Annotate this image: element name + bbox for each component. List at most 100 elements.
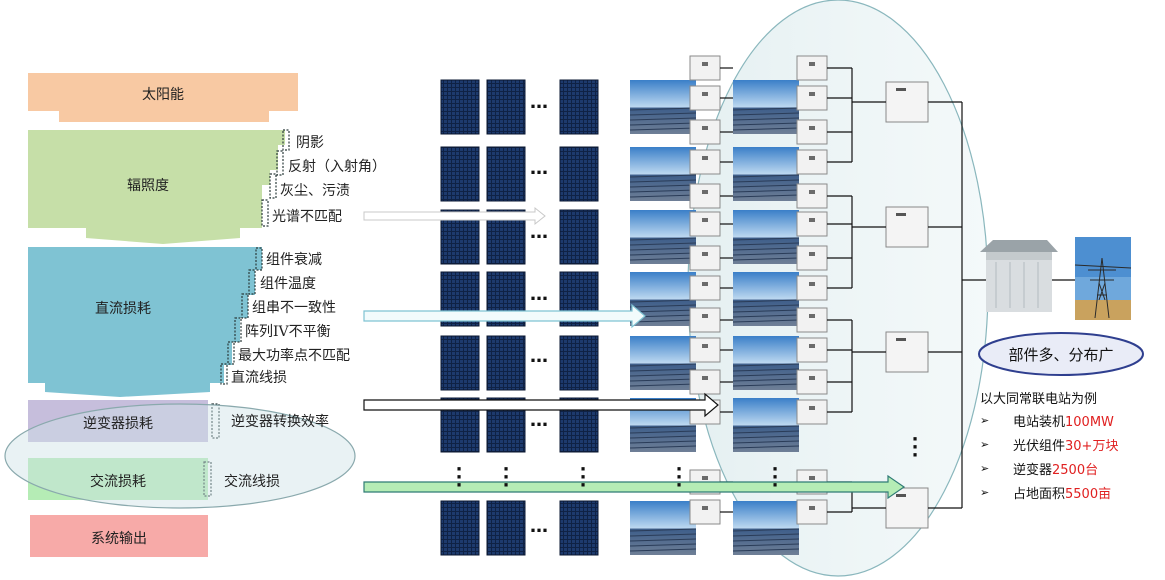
stat-label: 逆变器 <box>1013 463 1053 478</box>
solar-panel-icon <box>486 335 526 391</box>
ellipsis-vertical: ··· <box>675 459 683 496</box>
inverter-icon <box>796 245 828 271</box>
arrow-bullet-icon: ➢ <box>980 486 990 499</box>
list-item: 占地面积5500亩 <box>1013 483 1111 502</box>
factor-mppt-mismatch: 最大功率点不匹配 <box>238 348 350 364</box>
inverter-icon <box>796 499 828 525</box>
stage-output-label: 系统输出 <box>91 531 147 547</box>
solar-field-photo <box>630 501 696 555</box>
arrow-spectrum <box>363 206 546 226</box>
factor-dust: 灰尘、污渍 <box>280 183 350 199</box>
inverter-icon <box>689 499 721 525</box>
stage-solar-arrow <box>28 73 298 122</box>
solar-panel-icon <box>559 146 599 202</box>
inverter-icon <box>796 369 828 395</box>
ellipsis-horizontal: … <box>530 284 549 305</box>
callout-ellipse <box>978 332 1144 376</box>
inverter-icon <box>689 211 721 237</box>
inverter-icon <box>689 245 721 271</box>
ellipsis-horizontal: … <box>530 92 549 113</box>
stat-label: 电站装机 <box>1013 415 1066 430</box>
stat-value: 2500台 <box>1052 463 1099 478</box>
solar-field-photo <box>733 398 799 452</box>
inverter-icon <box>796 85 828 111</box>
inverter-icon <box>796 183 828 209</box>
solar-panel-icon <box>559 335 599 391</box>
pointer-arrows <box>363 206 906 500</box>
loss-stage-shapes <box>28 73 298 557</box>
ellipsis-horizontal: … <box>530 158 549 179</box>
factor-module-temperature: 组件温度 <box>260 276 316 292</box>
factor-reflection: 反射（入射角） <box>288 159 386 175</box>
arrow-ac-line-loss <box>363 474 906 500</box>
inverter-icon <box>689 369 721 395</box>
inverter-ac-highlight-ellipse <box>4 403 356 509</box>
inverter-icon <box>689 119 721 145</box>
stat-label: 占地面积 <box>1013 487 1066 502</box>
inverter-icon <box>689 149 721 175</box>
list-item: 光伏组件30+万块 <box>1013 435 1118 454</box>
combiner-box-icon <box>885 331 929 373</box>
list-item: 电站装机100MW <box>1013 411 1114 430</box>
stat-label: 光伏组件 <box>1013 439 1066 454</box>
solar-field-photo <box>630 147 696 201</box>
inverter-icon <box>689 55 721 81</box>
example-title: 以大同常联电站为例 <box>980 392 1098 407</box>
stage-inverter-loss-label: 逆变器损耗 <box>83 416 153 432</box>
ellipsis-vertical: ··· <box>455 459 463 496</box>
solar-panel-icon <box>440 146 480 202</box>
solar-field-photo <box>733 210 799 264</box>
factor-inverter-efficiency: 逆变器转换效率 <box>231 414 329 430</box>
arrow-bullet-icon: ➢ <box>980 438 990 451</box>
ellipsis-horizontal: … <box>530 516 549 537</box>
solar-panel-icon <box>559 209 599 265</box>
solar-field-photo <box>733 272 799 326</box>
stat-value: 5500亩 <box>1065 487 1112 502</box>
factor-spectrum: 光谱不匹配 <box>272 209 342 225</box>
ellipsis-vertical: ··· <box>502 459 510 496</box>
inverter-icon <box>796 211 828 237</box>
arrow-bullet-icon: ➢ <box>980 462 990 475</box>
solar-field-photo <box>630 336 696 390</box>
arrow-string-mismatch <box>363 303 646 329</box>
inverter-icon <box>796 337 828 363</box>
stage-output-box <box>30 515 208 557</box>
solar-panel-icon <box>440 500 480 556</box>
solar-field-photo <box>733 501 799 555</box>
ellipsis-vertical: ··· <box>579 459 587 496</box>
solar-panel-icon <box>559 500 599 556</box>
arrow-inverter-efficiency <box>363 392 719 418</box>
inverter-icon <box>689 85 721 111</box>
combiner-box-icon <box>885 206 929 248</box>
stage-dc-loss-label: 直流损耗 <box>95 301 151 317</box>
solar-field-photo <box>630 80 696 134</box>
box-transformer-icon <box>980 240 1058 312</box>
combiner-box-icon <box>885 81 929 123</box>
solar-field-photo <box>733 80 799 134</box>
inverter-icon <box>796 399 828 425</box>
solar-panel-icon <box>486 500 526 556</box>
solar-field-photo <box>733 336 799 390</box>
inverter-icon <box>689 275 721 301</box>
factor-module-degradation: 组件衰减 <box>266 252 322 268</box>
inverter-icon <box>796 149 828 175</box>
solar-panel-icon <box>559 79 599 135</box>
solar-panel-icon <box>440 79 480 135</box>
stage-irradiance-arrow <box>28 130 285 244</box>
factor-shading: 阴影 <box>296 135 324 151</box>
stat-value: 30+万块 <box>1065 439 1119 454</box>
inverter-icon <box>796 307 828 333</box>
solar-panel-icon <box>486 146 526 202</box>
transmission-tower-icon <box>1074 237 1132 320</box>
inverter-icon <box>796 119 828 145</box>
arrow-bullet-icon: ➢ <box>980 414 990 427</box>
inverter-icon <box>689 183 721 209</box>
stage-irradiance-label: 辐照度 <box>127 178 169 194</box>
inverter-icon <box>796 275 828 301</box>
solar-field-photo <box>733 147 799 201</box>
callout-text: 部件多、分布广 <box>1008 346 1114 364</box>
ellipsis-horizontal: … <box>530 222 549 243</box>
solar-panel-icon <box>440 335 480 391</box>
inverter-icon <box>689 307 721 333</box>
